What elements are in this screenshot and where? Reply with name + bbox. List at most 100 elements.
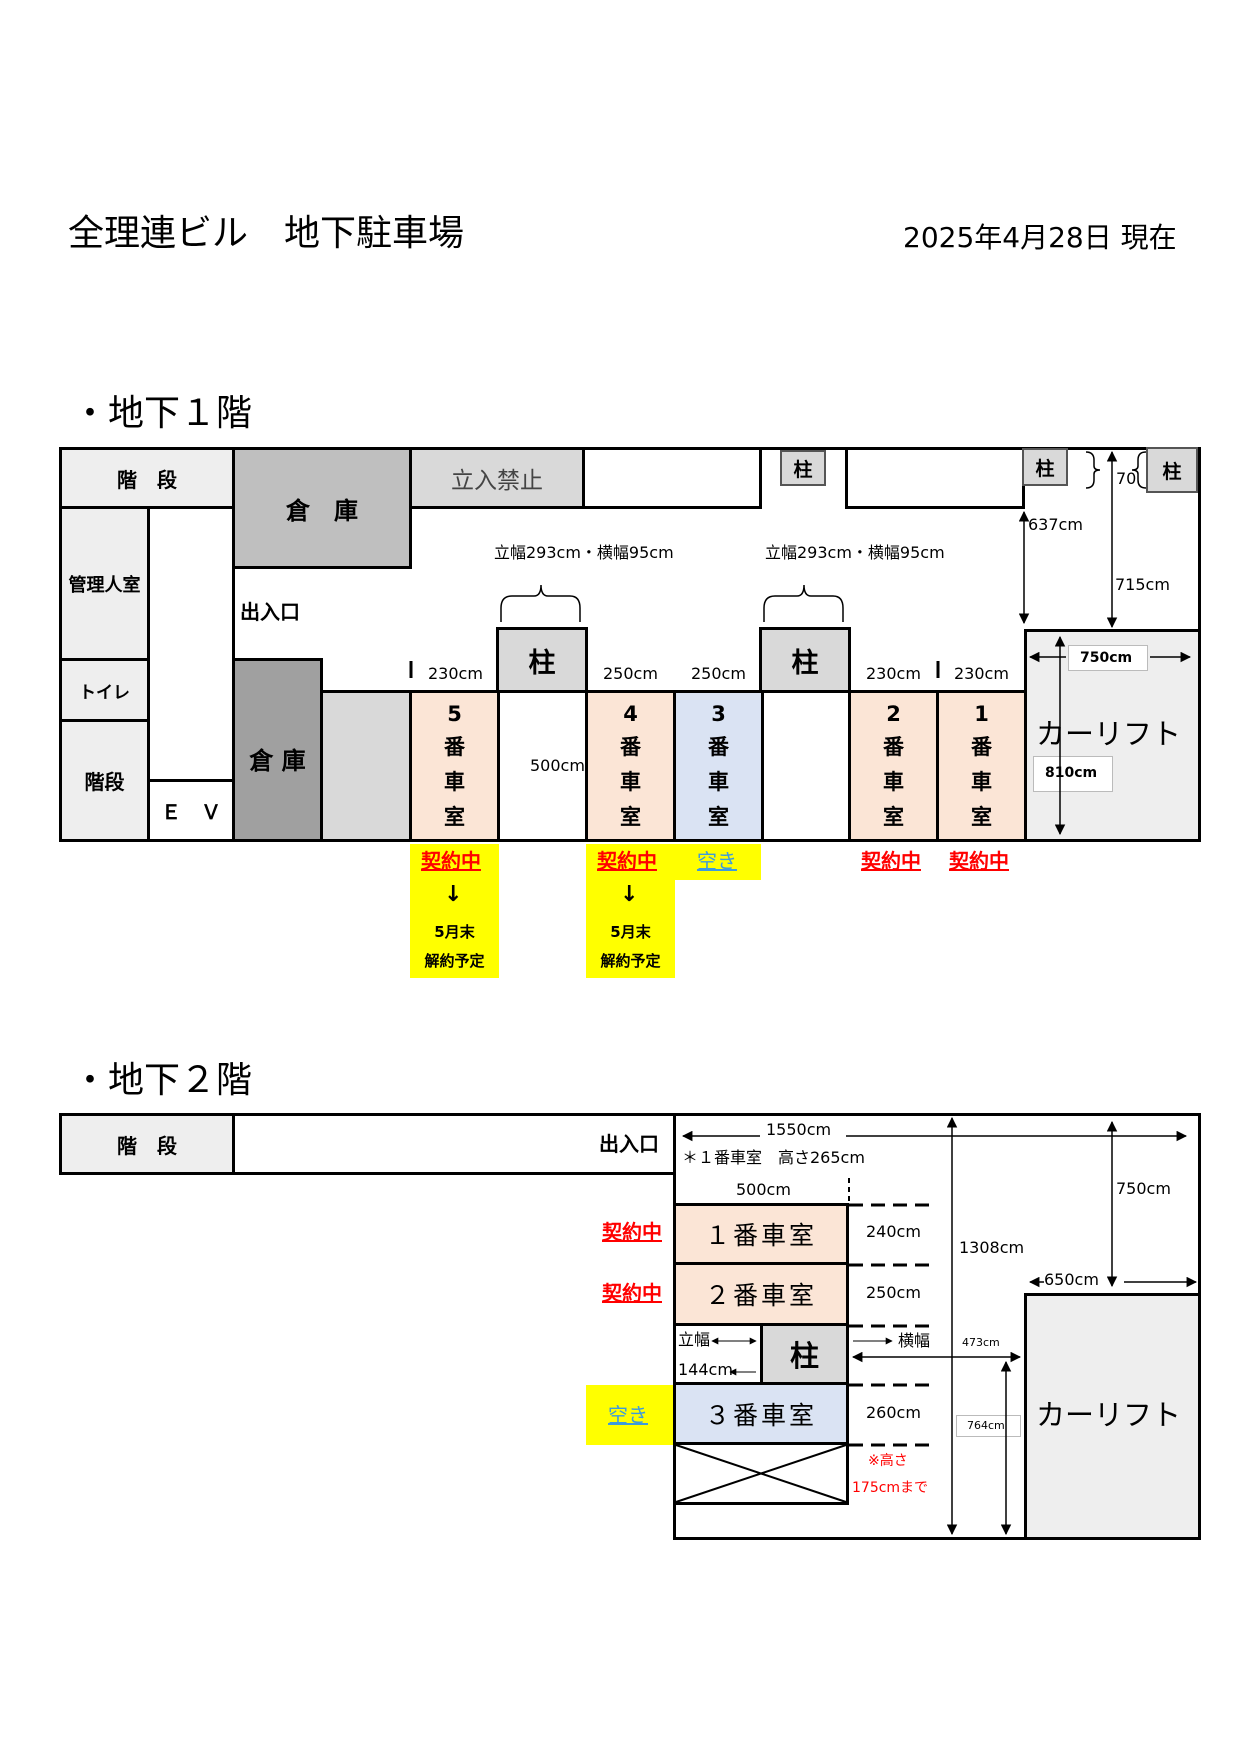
b1-room-4-arrow: ↓ [620,882,639,907]
b1-room-4-status-bg [586,844,675,978]
b1-entrance-label: 出入口 [240,600,300,624]
b1-room-4-c2: 車 [620,769,641,794]
b1-room-1-width: 230cm [954,664,1009,683]
b1-room-5-c3: 室 [444,804,465,829]
b2-carlift-label: カーリフト [1036,1398,1182,1432]
b1-pillar-top-2: 柱 [1022,448,1068,486]
b1-room-3-num: 3 [711,701,726,726]
b1-dim-715: 715cm [1115,575,1170,594]
b1-room-5-note-2: 解約予定 [424,951,485,970]
b1-dim-750: 750cm [1080,650,1133,666]
b1-room-5-status-bg [410,844,499,978]
b1-room-3-c1: 番 [708,734,729,759]
b1-storage-top-label: 倉 庫 [286,496,358,525]
b2-limit-note-2: 175cmまで [852,1480,929,1496]
b2-height-note: ＊１番車室 高さ265cm [682,1148,865,1167]
b1-pillar-dim-1: 立幅293cm・横幅95cm [494,543,674,562]
b1-stairs-bottom: 階段 [59,719,150,842]
b1-kanri-label: 管理人室 [68,574,141,596]
b1-room-1-c1: 番 [971,734,992,759]
b1-room-5-width: 230cm [428,664,483,683]
b2-dim-473: 473cm [962,1336,1000,1349]
b1-room-4-note: 5月末 解約予定 [586,918,675,975]
b1-dim-70: 70 [1116,469,1137,488]
b1-dim-637: 637cm [1028,515,1083,534]
b1-room-4-c1: 番 [620,734,641,759]
b1-pillar-top-1-label: 柱 [793,458,813,481]
b1-dim-810-box [1033,756,1113,792]
b1-room-4-c3: 室 [620,804,641,829]
b1-no-entry: 立入禁止 [409,447,585,509]
b1-heading: ・地下１階 [72,393,253,434]
b2-stairs: 階 段 [59,1113,235,1175]
b2-room-2-label: ２番車室 [704,1281,817,1310]
b2-dim-1308: 1308cm [959,1238,1025,1257]
b1-room-2-status: 契約中 [861,849,921,873]
b2-room-1-depth: 240cm [866,1222,921,1241]
b1-room-4-note-1: 5月末 [610,923,651,941]
b2-room-3-label: ３番車室 [704,1400,817,1430]
b1-no-entry-label: 立入禁止 [451,468,543,494]
b1-room-5-note-1: 5月末 [434,923,475,941]
b1-room-5-c1: 番 [444,734,465,759]
b2-dim-144: 144cm [678,1360,733,1379]
b2-limit-note-1: ※高さ [868,1453,908,1469]
b1-pillar-top-1: 柱 [780,450,826,486]
b2-room-2-depth: 250cm [866,1283,921,1302]
b1-pillar-1: 柱 [496,627,588,693]
b2-room-3-status: 空き [608,1403,648,1427]
b1-room-2[interactable]: 2 番 車 室 [848,690,939,842]
b1-pillar-dim-2: 立幅293cm・横幅95cm [765,543,945,562]
b1-room-3-width: 250cm [691,664,746,683]
b2-dim-750: 750cm [1116,1179,1171,1198]
b1-room-2-num: 2 [886,701,901,726]
b1-room-1-num: 1 [974,701,989,726]
b2-entrance-label: 出入口 [599,1132,659,1156]
b2-pillar-label: 柱 [789,1339,819,1373]
b1-room-5-note: 5月末 解約予定 [410,918,499,975]
b1-room-4-num: 4 [623,701,638,726]
b2-yoko-label: 横幅 [898,1331,931,1350]
b1-room-2-c3: 室 [883,804,904,829]
page-title: 全理連ビル 地下駐車場 [68,213,465,254]
b1-room-5-c2: 車 [444,769,465,794]
b2-heading: ・地下２階 [72,1060,253,1101]
b1-room-5-num: 5 [447,701,462,726]
b1-dim-750-box [1068,645,1148,671]
b1-room-2-c2: 車 [883,769,904,794]
b1-room-3-c2: 車 [708,769,729,794]
b2-dim-500: 500cm [736,1180,791,1199]
b2-carlift [1024,1293,1201,1540]
b1-room-1-c3: 室 [971,804,992,829]
b1-room-1-status: 契約中 [949,849,1009,873]
b2-tate-label: 立幅 [678,1330,711,1349]
b2-room-1-status: 契約中 [602,1220,662,1244]
b1-room-4-width: 250cm [603,664,658,683]
b1-room-5-arrow: ↓ [444,882,463,907]
b1-pillar-top-3-label: 柱 [1162,460,1182,483]
b1-pillar-top-3: 柱 [1146,447,1198,493]
b1-storage-top: 倉 庫 [232,447,412,569]
b1-room-1-c2: 車 [971,769,992,794]
b2-dim-764: 764cm [967,1419,1005,1432]
date-label: 2025年4月28日 現在 [903,221,1177,254]
b1-storage-bottom-label: 倉 庫 [249,747,306,775]
b1-toilet: トイレ [59,658,150,722]
b1-toilet-label: トイレ [79,682,130,703]
b1-pillar-1-label: 柱 [528,647,556,679]
b2-dim-1550: 1550cm [766,1120,832,1139]
b2-room-3-status-bg [586,1385,673,1445]
b1-room-5-status: 契約中 [421,849,481,873]
b1-pillar-2-label: 柱 [791,647,819,679]
b2-blocked-space [673,1442,849,1505]
b1-room-2-c1: 番 [883,734,904,759]
b1-room-1[interactable]: 1 番 車 室 [936,690,1027,842]
b1-room-3-status: 空き [697,849,737,873]
b1-top-space-1 [582,447,762,509]
b2-room-1-label: １番車室 [704,1221,817,1250]
b1-room-4-status: 契約中 [597,849,657,873]
b1-pillar-2: 柱 [759,627,851,693]
b1-grey-area [320,690,414,842]
b1-room-4-note-2: 解約予定 [600,951,661,970]
b1-room-5[interactable]: 5 番 車 室 [409,690,500,842]
